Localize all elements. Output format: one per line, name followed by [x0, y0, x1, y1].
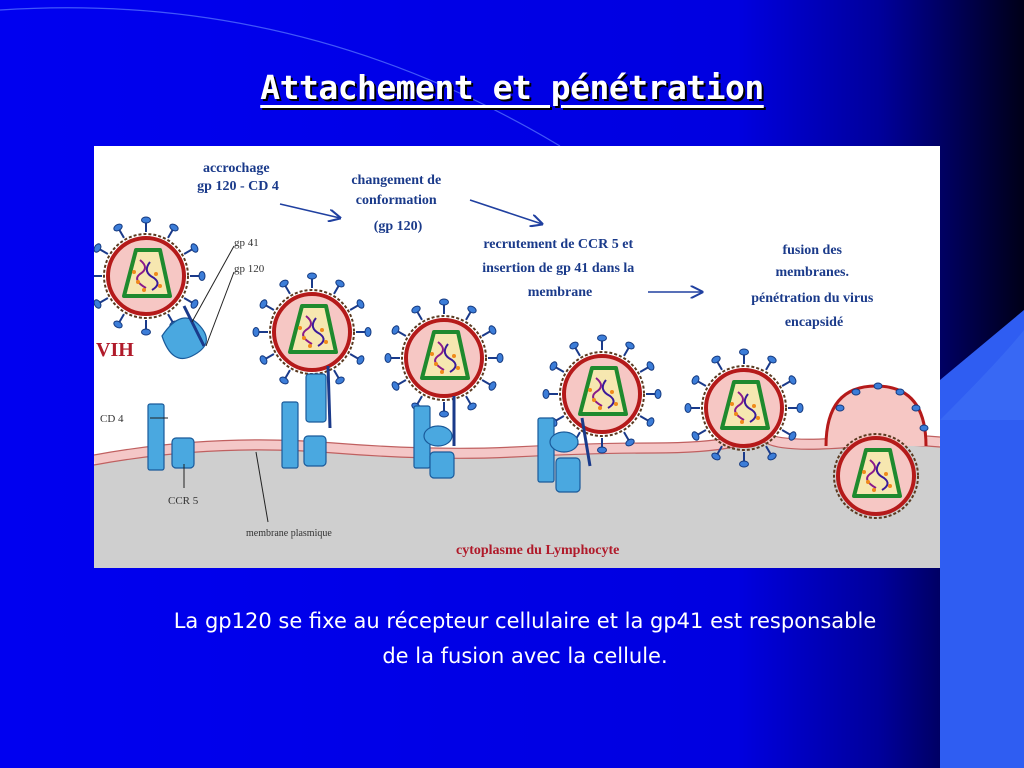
- cytoplasm-label: cytoplasme du Lymphocyte: [456, 543, 619, 558]
- slide-caption: La gp120 se fixe au récepteur cellulaire…: [60, 604, 990, 674]
- caption-line-1: La gp120 se fixe au récepteur cellulaire…: [173, 609, 877, 633]
- step2-text: changement de conformation (gp 120): [351, 173, 444, 234]
- caption-line-2: de la fusion avec la cellule.: [382, 644, 668, 668]
- membrane-label: membrane plasmique: [246, 528, 332, 539]
- virion-2: [253, 273, 371, 391]
- virion-3: [385, 299, 503, 417]
- step3-text: recrutement de CCR 5 et insertion de gp …: [482, 237, 638, 300]
- vih-label: VIH: [96, 339, 134, 361]
- cytoplasm-area: [94, 439, 940, 568]
- gp120-label: gp 120: [234, 263, 265, 275]
- step4-text: fusion des membranes. pénétration du vir…: [751, 243, 877, 330]
- decorative-wedge-lower: [940, 310, 1024, 768]
- slide-title: Attachement et pénétration: [260, 68, 764, 107]
- step1-text: accrochage gp 120 - CD 4: [197, 161, 279, 194]
- hiv-entry-diagram: accrochage gp 120 - CD 4 changement de c…: [94, 146, 940, 568]
- decorative-curve: [0, 7, 561, 147]
- ccr5-label: CCR 5: [168, 495, 199, 507]
- gp41-label: gp 41: [234, 237, 259, 249]
- cd4-label: CD 4: [100, 413, 124, 425]
